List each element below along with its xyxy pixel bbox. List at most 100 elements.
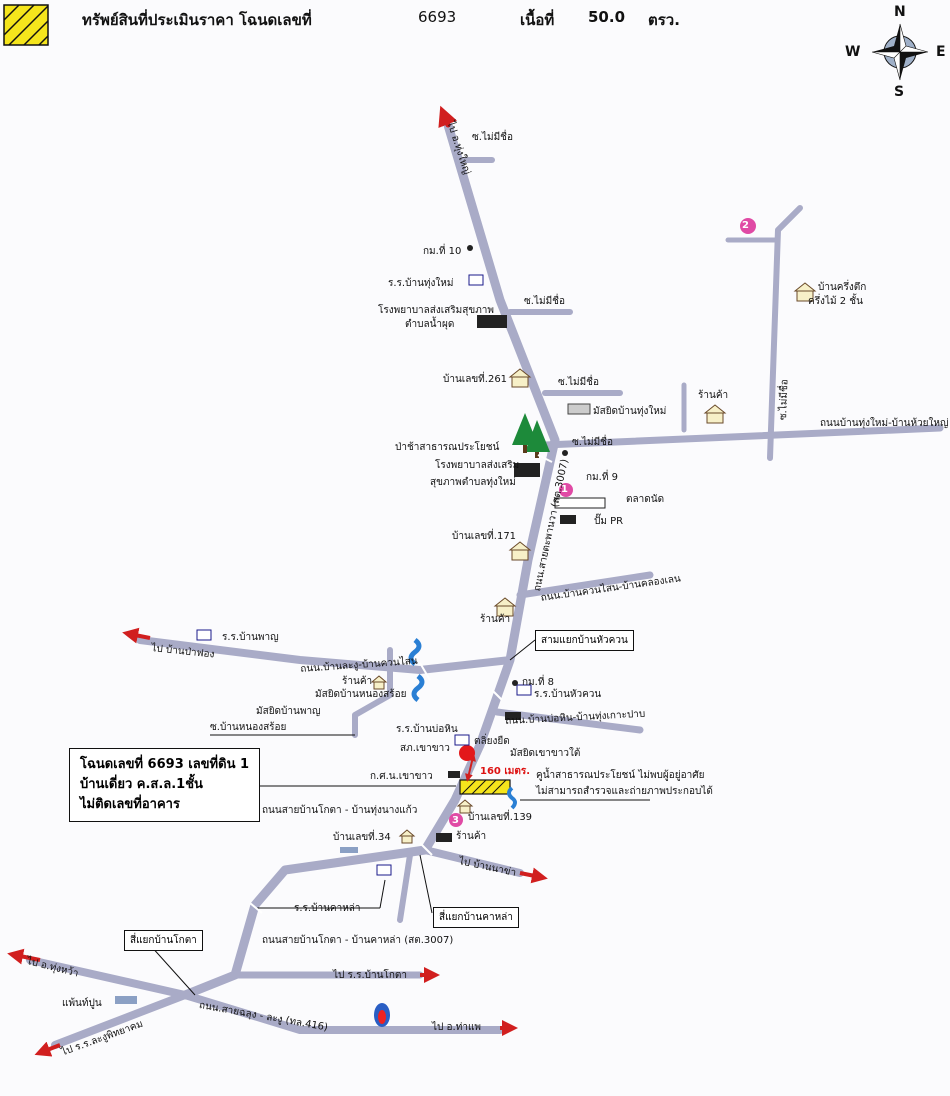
road-khlonglen <box>516 571 654 599</box>
canal-icon <box>507 786 517 810</box>
soi-vertical <box>767 205 803 461</box>
police-label: สภ.เขาขาว <box>400 743 450 754</box>
road-koka-thung-label: ถนนสายบ้านโกตา - บ้านทุ่งนางแก้ว <box>262 805 418 816</box>
building-icons <box>115 245 606 1004</box>
school-icon <box>516 684 532 696</box>
mosque-phanya-label: มัสยิดบ้านพาญ <box>256 706 321 717</box>
bridge-water-icon <box>411 674 425 702</box>
market-icon <box>554 497 606 509</box>
arrow-nakha <box>519 867 548 884</box>
mosque-thungmai-label: มัสยิดบ้านทุ่งใหม่ <box>593 406 667 417</box>
road-koka-kaola-label: ถนนสายบ้านโกตา - บ้านคาหล่า (สต.3007) <box>262 935 454 946</box>
hospital2-label-a: โรงพยาบาลส่งเสริม <box>435 460 520 471</box>
area-unit: ตรว. <box>648 11 680 29</box>
pump-icon <box>560 515 576 524</box>
canal-note-1: คูน้ำสาธารณประโยชน์ ไม่พบผู้อยู่อาศัย <box>536 770 705 781</box>
current-location-dot <box>459 745 475 761</box>
marker-2-label: 2 <box>742 220 749 231</box>
house-icon <box>508 541 532 561</box>
house-icon <box>793 282 817 302</box>
mosque-khaokhao-label: มัสยิดเขาขาวใต้ <box>510 748 581 759</box>
ptt-logo-icon <box>374 1003 390 1027</box>
to-thaphae-label: ไป อ.ท่าแพ <box>432 1022 481 1033</box>
marker-3-label: 3 <box>452 815 459 826</box>
junction-huakhuan-box: สามแยกบ้านหัวควน <box>535 630 634 651</box>
compass-south: S <box>894 84 905 100</box>
hospital2-label-b: สุขภาพตำบลทุ่งใหม่ <box>430 477 516 488</box>
road-network <box>26 105 944 1049</box>
arrow-top <box>438 105 457 128</box>
km-post-icon <box>512 680 518 686</box>
mosque-nongsoi-label: มัสยิดบ้านหนองสร้อย <box>315 689 407 700</box>
school-icon <box>468 274 484 286</box>
kst-icon <box>448 771 460 778</box>
marker-3-icon <box>449 813 463 827</box>
area-value: 50.0 <box>588 8 626 26</box>
junction-koka-box: สี่แยกบ้านโกตา <box>124 930 203 951</box>
direction-arrows <box>7 627 548 1057</box>
caption-line-3: ไม่ติดเลขที่อาคาร <box>80 797 180 812</box>
school-bldg-icon <box>505 712 521 720</box>
deed-number: 6693 <box>418 8 457 26</box>
distance-arrow <box>465 753 476 782</box>
road-nakha <box>421 846 524 877</box>
arrow-lagu <box>34 1041 61 1057</box>
shop2-label: ร้านค้า <box>480 614 511 625</box>
house139-label: บ้านเลขที่.139 <box>468 812 533 823</box>
forest-label: ป่าช้าสาธารณประโยชน์ <box>395 442 500 453</box>
house-icon <box>370 675 388 690</box>
house261-label: บ้านเลขที่.261 <box>443 374 508 385</box>
shop3-label: ร้านค้า <box>342 676 373 687</box>
house-icon <box>398 829 416 844</box>
house-halfwood-label-1: บ้านครึ่งตึก <box>818 282 867 293</box>
compass-north: N <box>894 4 906 20</box>
property-caption: โฉนดเลขที่ 6693 เลขที่ดิน 1 บ้านเดี่ยว ค… <box>69 748 261 822</box>
legend-swatch <box>3 4 49 46</box>
mosque-icon <box>567 403 591 415</box>
header-title: ทรัพย์สินที่ประเมินราคา โฉนดเลขที่ <box>82 11 312 29</box>
house171-label: บ้านเลขที่.171 <box>452 531 517 542</box>
soi-label-2: ซ.ไม่มีชื่อ <box>524 296 565 307</box>
compass-west: W <box>845 44 861 60</box>
road-416 <box>26 956 504 1034</box>
marker-2-icon <box>740 218 756 234</box>
tree-icon <box>512 413 550 458</box>
school-huakhuan-label: ร.ร.บ้านหัวควน <box>534 689 602 700</box>
arrow-thungwa <box>7 948 41 965</box>
junction-kaola-box: สี่แยกบ้านคาหล่า <box>433 907 519 928</box>
area-label: เนื้อที่ <box>520 11 555 29</box>
road-east-label: ถนนบ้านทุ่งใหม่-บ้านห้วยใหญ่ <box>820 418 949 429</box>
km-post-icon <box>467 245 473 251</box>
school-kaola-label: ร.ร.บ้านคาหล่า <box>294 903 361 914</box>
house-icons <box>370 282 817 844</box>
school-icon <box>454 734 470 746</box>
market-label: ตลาดนัด <box>626 494 665 505</box>
school-thungmai-label: ร.ร.บ้านทุ่งใหม่ <box>388 278 454 289</box>
shop1-label: ร้านค้า <box>698 390 729 401</box>
school-icon <box>196 629 212 641</box>
to-school-koka-label: ไป ร.ร.บ้านโกตา <box>333 970 407 981</box>
soi-nongsoi-label: ซ.บ้านหนองสร้อย <box>210 722 287 733</box>
hospital1-label-a: โรงพยาบาลส่งเสริมสุขภาพ <box>378 305 494 316</box>
building-icon <box>340 847 358 853</box>
plant-label: แพ้นท์ปูน <box>62 998 102 1009</box>
school-icon <box>376 864 392 876</box>
marker-1-label: 1 <box>561 484 568 495</box>
soi-label-3: ซ.ไม่มีชื่อ <box>558 377 599 388</box>
kst-label: ก.ศ.น.เขาขาว <box>370 771 433 782</box>
caption-line-1: โฉนดเลขที่ 6693 เลขที่ดิน 1 <box>80 757 250 772</box>
compass-icon <box>871 23 929 81</box>
caption-line-2: บ้านเดี่ยว ค.ส.ล.1ชั้น <box>80 777 203 792</box>
clinic-label: ตลิ่ยงยืด <box>474 736 510 747</box>
canal-note-2: ไม่สามารถสำรวจและถ่ายภาพประกอบได้ <box>536 786 713 797</box>
road-east <box>541 424 944 449</box>
property-parcel <box>459 779 511 795</box>
house-halfwood-label-2: ครึ่งไม้ 2 ชั้น <box>808 296 863 307</box>
soi-vertical-label: ซ.ไม่มีชื่อ <box>778 379 791 421</box>
house-icon <box>493 597 517 617</box>
school-phanya-label: ร.ร.บ้านพาญ <box>222 632 279 643</box>
soi-kaola <box>397 852 413 923</box>
marker-1-icon <box>559 483 573 497</box>
